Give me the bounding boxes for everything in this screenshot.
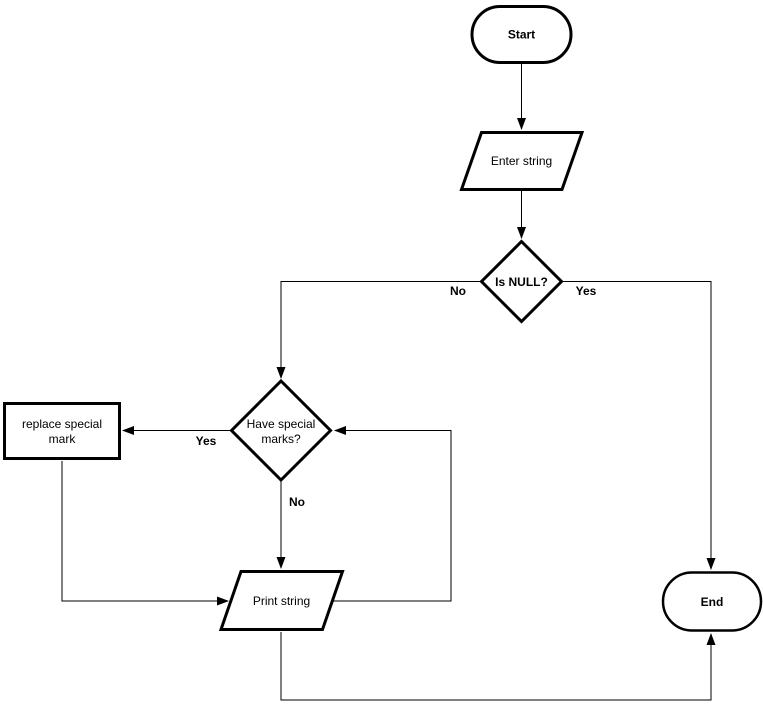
edges — [61, 63, 716, 701]
node-replace-special-mark: replace special mark — [3, 402, 121, 460]
replace-special-mark-label-line1: replace special — [22, 417, 102, 431]
enter-string-label: Enter string — [491, 154, 552, 168]
start-label: Start — [508, 28, 535, 42]
edge-is-null-yes-to-end — [562, 281, 716, 570]
edge-label-have-marks-no: No — [289, 495, 305, 509]
edge-label-is-null-yes: Yes — [576, 284, 597, 298]
have-special-marks-label-line2: marks? — [261, 432, 301, 446]
end-terminator-shape — [661, 571, 763, 632]
have-special-marks-decision-shape — [229, 378, 333, 483]
replace-special-mark-process-shape — [3, 402, 121, 460]
enter-string-io-shape — [459, 131, 585, 191]
print-string-io-shape — [218, 570, 345, 631]
node-start: Start — [470, 5, 573, 64]
edge-is-null-no-to-have-special-marks — [276, 281, 481, 379]
node-print-string: Print string — [218, 570, 345, 631]
end-label: End — [701, 595, 724, 609]
is-null-decision-shape — [479, 239, 564, 324]
replace-special-mark-label-line2: mark — [49, 432, 77, 446]
edge-print-string-to-end — [280, 632, 716, 701]
edge-label-is-null-no: No — [450, 284, 466, 298]
node-is-null: Is NULL? — [479, 239, 564, 324]
edge-label-have-marks-yes: Yes — [196, 434, 217, 448]
edge-replace-to-print-string — [61, 461, 229, 606]
is-null-label: Is NULL? — [495, 275, 548, 289]
start-terminator-shape — [470, 5, 573, 64]
print-string-label: Print string — [253, 594, 310, 608]
node-end: End — [661, 571, 763, 632]
have-special-marks-label-line1: Have special — [247, 417, 316, 431]
edge-print-string-loop-to-have-special-marks — [332, 426, 452, 602]
node-enter-string: Enter string — [459, 131, 585, 191]
node-have-special-marks: Have special marks? — [229, 378, 333, 483]
